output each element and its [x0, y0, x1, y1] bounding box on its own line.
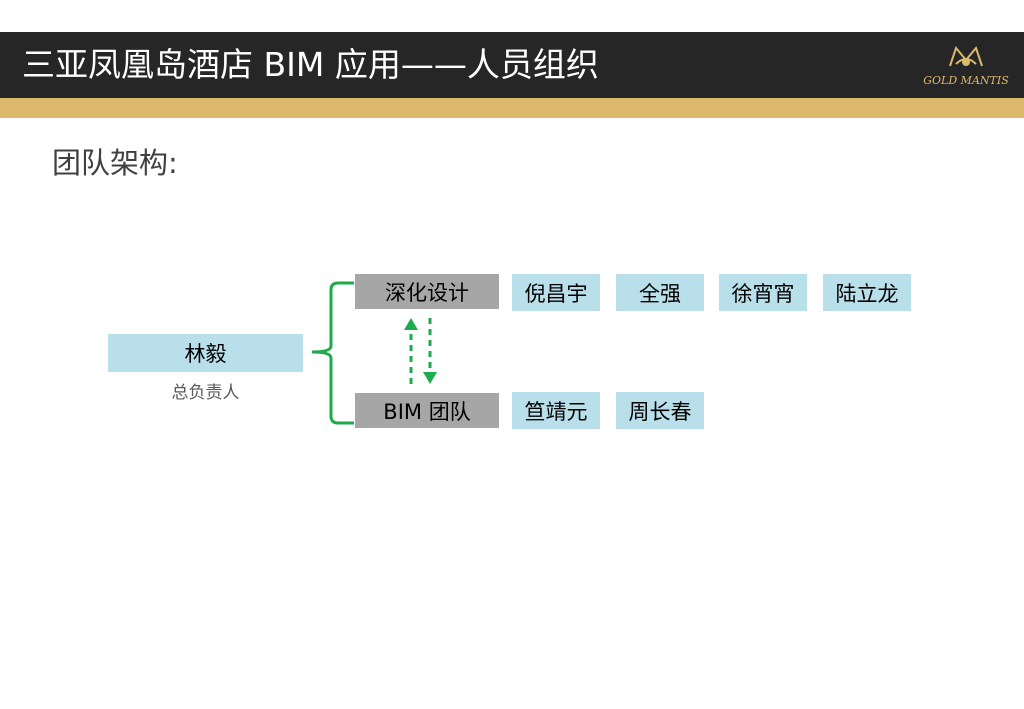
leader-box: 林毅	[108, 334, 303, 372]
member-name: 倪昌宇	[524, 281, 588, 306]
member-name: 徐宵宵	[731, 281, 795, 306]
member-box: 全强	[616, 274, 704, 311]
group-name: 深化设计	[385, 280, 469, 305]
member-box: 陆立龙	[823, 274, 911, 311]
leader-name: 林毅	[184, 342, 227, 366]
gold-band	[0, 98, 1024, 118]
section-heading: 团队架构:	[52, 146, 178, 180]
member-name: 笪靖元	[524, 399, 588, 424]
member-box: 周长春	[616, 392, 704, 429]
bracket-connector	[311, 281, 354, 425]
slide-title: 三亚凤凰岛酒店 BIM 应用——人员组织	[22, 45, 599, 84]
member-name: 周长春	[628, 399, 692, 424]
logo-text: GOLD MANTIS	[923, 74, 1009, 87]
gold-mantis-logo: GOLD MANTIS	[923, 45, 1009, 87]
member-box: 笪靖元	[512, 392, 600, 429]
arrow-up-head	[404, 318, 418, 330]
leader-role: 总负责人	[171, 383, 240, 403]
member-box: 徐宵宵	[719, 274, 807, 311]
arrow-down-head	[423, 372, 437, 384]
header-bar: 三亚凤凰岛酒店 BIM 应用——人员组织	[0, 32, 1024, 98]
group-name: BIM 团队	[383, 399, 471, 424]
group-box-detail-design: 深化设计	[355, 274, 499, 309]
member-box: 倪昌宇	[512, 274, 600, 311]
group-box-bim-team: BIM 团队	[355, 393, 499, 428]
member-name: 全强	[639, 281, 681, 306]
member-name: 陆立龙	[835, 281, 899, 306]
